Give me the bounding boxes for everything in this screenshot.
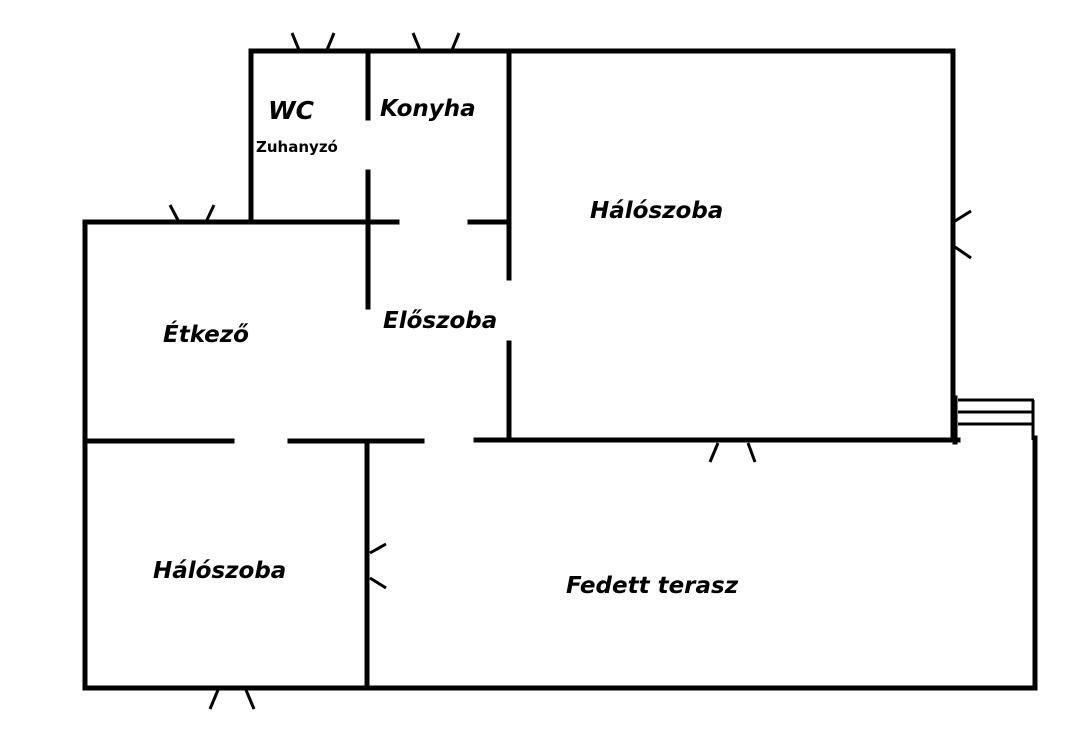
room-label-bedroom-small: Hálószoba — [153, 558, 287, 584]
walls — [82, 48, 1038, 691]
room-label-bedroom-large: Hálószoba — [590, 198, 724, 224]
stairs — [952, 395, 1035, 445]
room-label-shower: Zuhanyzó — [256, 138, 338, 156]
window-marks — [168, 32, 972, 710]
room-label-terrace: Fedett terasz — [566, 573, 739, 599]
room-label-wc: WC — [268, 96, 314, 125]
room-label-dining: Étkező — [163, 322, 249, 348]
room-label-hallway: Előszoba — [383, 308, 498, 334]
room-label-kitchen: Konyha — [380, 96, 476, 122]
